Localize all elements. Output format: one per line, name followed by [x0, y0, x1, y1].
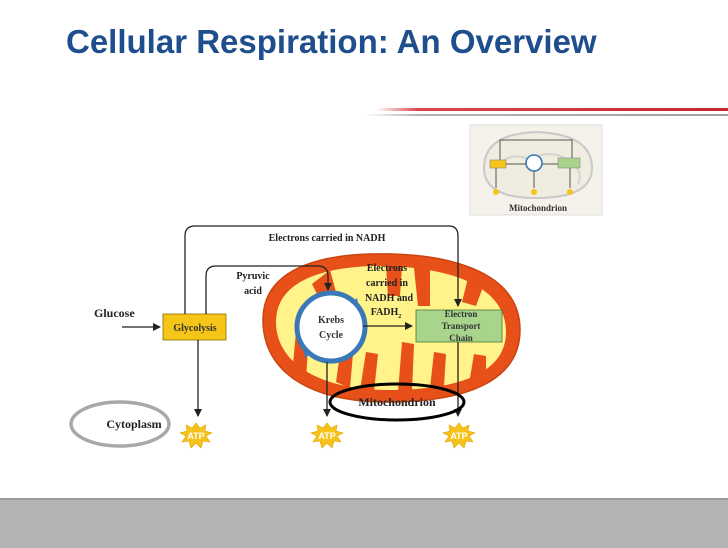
- etc-label-line3: Chain: [449, 333, 473, 343]
- krebs-cycle-ring: [294, 290, 368, 364]
- etc-label-line2: Transport: [442, 321, 481, 331]
- pyruvic-acid-label-line1: Pyruvic: [236, 271, 270, 282]
- glycolysis-box: [162, 313, 227, 341]
- glucose-label: Glucose: [94, 306, 135, 320]
- mitochondrion-highlight-ring: [328, 382, 466, 422]
- cytoplasm-label: Cytoplasm: [106, 417, 161, 431]
- electrons-label-line3: NADH and: [365, 293, 414, 304]
- mitochondrion-thumbnail: Mitochondrion: [469, 124, 603, 216]
- cytoplasm-highlight-ring: [69, 400, 171, 448]
- etc-label-line1: Electron: [445, 309, 478, 319]
- pyruvic-acid-label-line2: acid: [244, 286, 262, 297]
- footer-bar: [0, 498, 728, 548]
- krebs-cycle-label-line2: Cycle: [319, 330, 343, 341]
- atp-label: ATP: [187, 431, 204, 441]
- electrons-label-line4: FADH2: [371, 307, 402, 320]
- atp-burst-icon: ATP: [310, 422, 344, 449]
- atp-burst-icon: ATP: [179, 422, 213, 449]
- electrons-label-line1: Electrons: [367, 263, 407, 274]
- krebs-cycle-label-line1: Krebs: [318, 315, 344, 326]
- electrons-label-line2: carried in: [366, 278, 408, 289]
- glycolysis-label: Glycolysis: [173, 323, 216, 334]
- page-title: Cellular Respiration: An Overview: [66, 23, 597, 60]
- mitochondrion-label: Mitochondrion: [358, 395, 436, 409]
- electron-transport-chain-box: [415, 309, 503, 343]
- title-divider-gray: [364, 114, 728, 116]
- electrons-nadh-label: Electrons carried in NADH: [269, 233, 386, 244]
- thumbnail-label: Mitochondrion: [509, 203, 567, 213]
- atp-label: ATP: [318, 431, 335, 441]
- fadh-subscript: 2: [398, 314, 401, 320]
- fadh-text: FADH: [371, 307, 399, 318]
- atp-burst-icon: ATP: [442, 422, 476, 449]
- pathway-arrows: [122, 225, 462, 417]
- title-divider-red: [376, 108, 728, 111]
- atp-label: ATP: [450, 431, 467, 441]
